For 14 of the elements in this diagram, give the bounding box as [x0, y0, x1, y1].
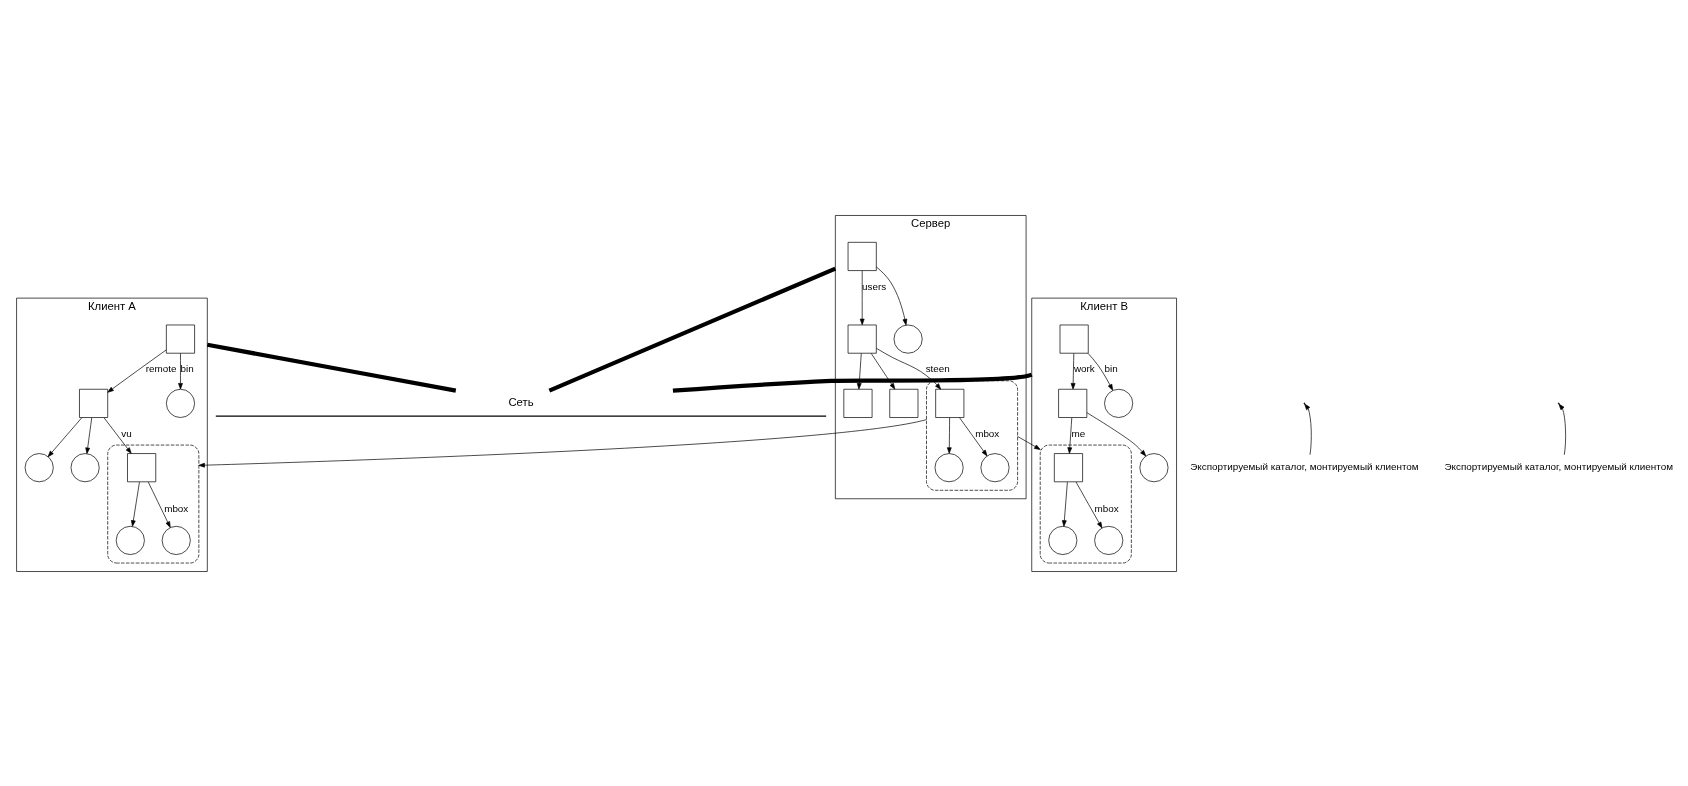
edge-label: mbox — [975, 427, 1000, 439]
edge-label: bin — [180, 362, 194, 374]
node-text: Экспортируемый каталог, монтируемый клиентом — [1444, 460, 1673, 472]
node-text: Сеть — [508, 395, 534, 408]
edge-label: me — [1071, 427, 1086, 439]
edge-label: mbox — [1094, 502, 1119, 514]
edge-label: work — [1073, 362, 1095, 374]
edge-label: mbox — [164, 502, 189, 514]
node-text: Экспортируемый каталог, монтируемый клиентом — [1190, 460, 1419, 472]
edge-label: bin — [1104, 362, 1118, 374]
edge-label: steen — [925, 362, 950, 374]
edge-label: vu — [121, 427, 132, 439]
edge-label: users — [862, 280, 887, 292]
edge-label: remote — [145, 362, 177, 374]
